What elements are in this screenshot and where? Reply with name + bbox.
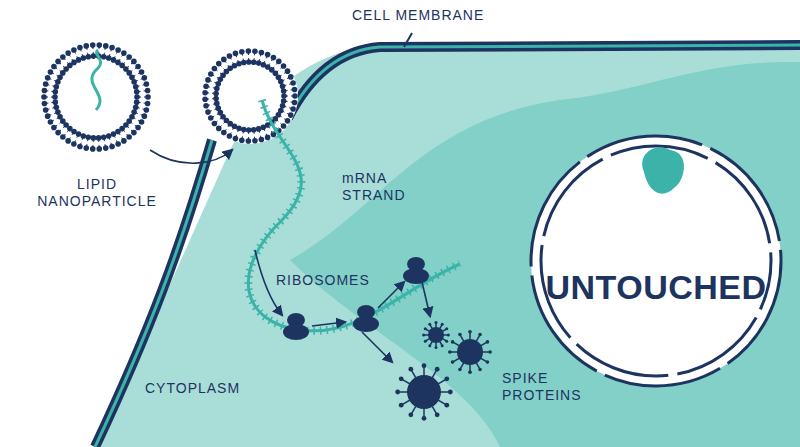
ribosomes <box>283 257 429 340</box>
fusing-nanoparticle <box>202 48 298 144</box>
part-label: CYTOPLASM <box>145 380 265 397</box>
part-label: LIPID NANOPARTICLE <box>32 176 162 210</box>
mrna-cargo <box>92 50 101 110</box>
part-label: RIBOSOMES <box>276 272 386 289</box>
part-label: mRNA STRAND <box>342 170 437 204</box>
cytoplasm-fill <box>95 45 800 447</box>
arrows <box>150 150 430 362</box>
mrna-strand <box>248 100 460 331</box>
nucleus-label: UNTOUCHED <box>545 268 766 307</box>
lipid-nanoparticle <box>41 42 151 152</box>
nucleus-outline <box>525 130 787 392</box>
cell-membrane <box>95 45 800 447</box>
part-label: CELL MEMBRANE <box>352 7 522 24</box>
spike-proteins <box>395 321 492 421</box>
nucleus: UNTOUCHED <box>525 130 787 392</box>
cytoplasm-shade <box>290 62 800 447</box>
leader-line <box>404 33 412 47</box>
part-label: SPIKE PROTEINS <box>502 370 592 404</box>
